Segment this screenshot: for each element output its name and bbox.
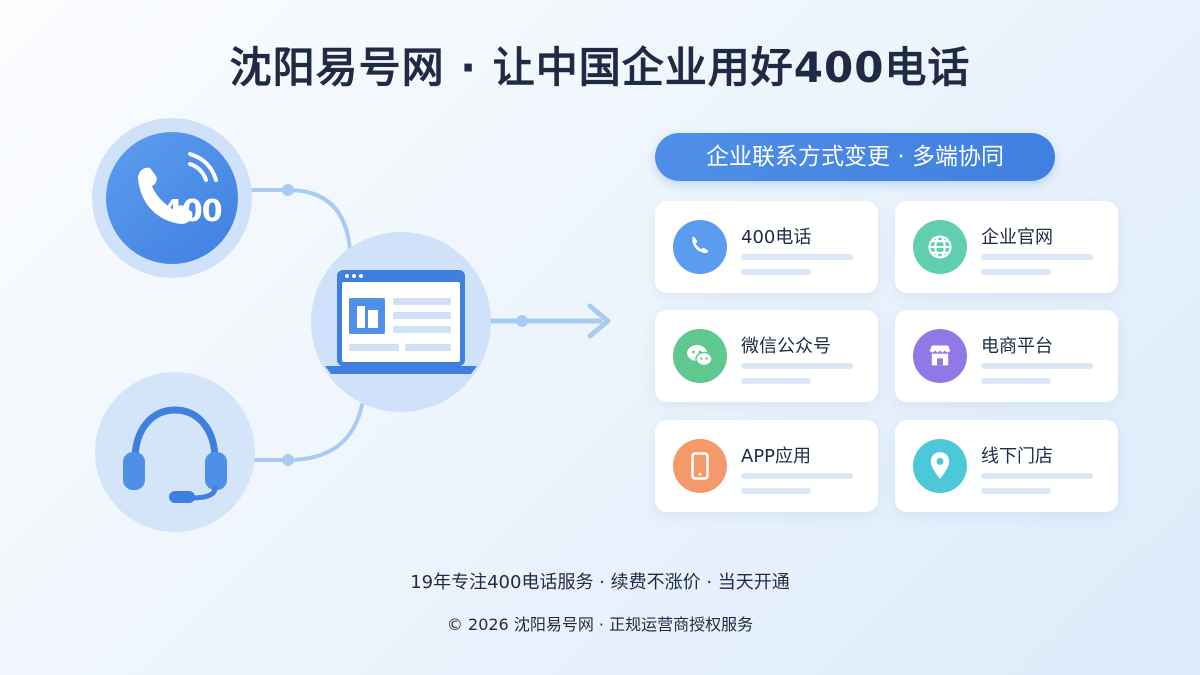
laptop-icon [325, 270, 477, 374]
card-label: 企业官网 [981, 227, 1053, 248]
section-heading: 企业联系方式变更 · 多端协同 [655, 133, 1055, 181]
placeholder-line [981, 488, 1051, 494]
phone-icon: 400 [106, 132, 238, 264]
card-400-phone[interactable]: 400电话 [655, 201, 878, 293]
placeholder-line [741, 269, 811, 275]
placeholder-line [741, 473, 853, 479]
placeholder-line [741, 363, 853, 369]
globe-icon [913, 220, 967, 274]
placeholder-line [741, 488, 811, 494]
mobile-icon [673, 439, 727, 493]
headset-icon [123, 406, 227, 503]
phone-400-badge: 400 [92, 118, 252, 278]
laptop-badge [311, 232, 491, 412]
card-label: 400电话 [741, 227, 812, 248]
wechat-icon [673, 329, 727, 383]
card-website[interactable]: 企业官网 [895, 201, 1118, 293]
card-ecommerce[interactable]: 电商平台 [895, 310, 1118, 402]
card-wechat[interactable]: 微信公众号 [655, 310, 878, 402]
placeholder-line [741, 254, 853, 260]
location-icon [913, 439, 967, 493]
copyright: © 2026 沈阳易号网 · 正规运营商授权服务 [446, 615, 754, 634]
shop-icon [913, 329, 967, 383]
placeholder-line [981, 473, 1093, 479]
card-label: 电商平台 [981, 336, 1053, 357]
card-label: 线下门店 [981, 446, 1053, 467]
placeholder-line [981, 378, 1051, 384]
card-label: APP应用 [741, 446, 812, 467]
placeholder-line [741, 378, 811, 384]
placeholder-line [981, 363, 1093, 369]
tagline: 19年专注400电话服务 · 续费不涨价 · 当天开通 [410, 572, 790, 593]
card-store[interactable]: 线下门店 [895, 420, 1118, 512]
placeholder-line [981, 269, 1051, 275]
placeholder-line [981, 254, 1093, 260]
card-label: 微信公众号 [741, 336, 831, 357]
card-app[interactable]: APP应用 [655, 420, 878, 512]
headset-badge [95, 372, 255, 532]
page-title: 沈阳易号网 · 让中国企业用好400电话 [229, 43, 971, 92]
phone-400-text: 400 [162, 194, 223, 229]
phone-icon [673, 220, 727, 274]
